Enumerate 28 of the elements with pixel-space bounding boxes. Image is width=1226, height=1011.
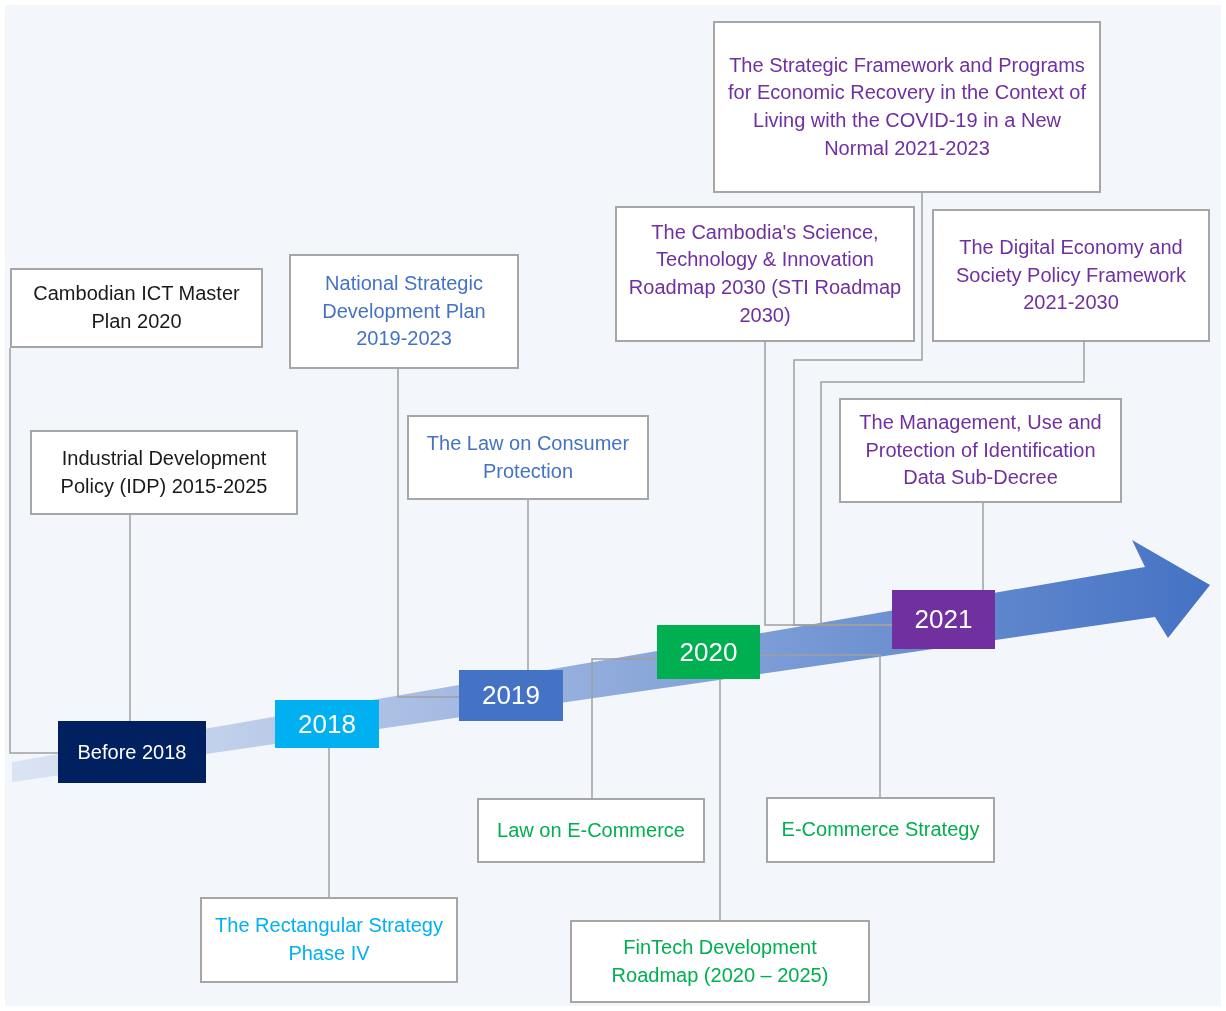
document-box: National Strategic Development Plan 2019-2023 xyxy=(289,254,519,369)
leader-line xyxy=(719,678,721,921)
document-box: The Rectangular Strategy Phase IV xyxy=(200,897,458,983)
leader-line xyxy=(527,499,529,671)
year-box: 2018 xyxy=(275,700,379,748)
leader-line xyxy=(397,368,460,698)
document-box: E-Commerce Strategy xyxy=(766,797,995,863)
document-box: The Digital Economy and Society Policy Framework 2021-2030 xyxy=(932,209,1210,342)
year-box: 2020 xyxy=(657,625,760,679)
leader-line xyxy=(820,341,1085,626)
document-box: Cambodian ICT Master Plan 2020 xyxy=(10,268,263,348)
leader-line xyxy=(129,514,131,722)
leader-line xyxy=(591,658,658,799)
leader-line xyxy=(793,192,923,626)
document-box: The Strategic Framework and Programs for Economic Recovery in the Context of Living with the COVID-19 in a New Normal 2021-2023 xyxy=(713,21,1101,193)
leader-line xyxy=(9,347,59,754)
document-box: FinTech Development Roadmap (2020 – 2025) xyxy=(570,920,870,1003)
year-box: 2021 xyxy=(892,590,995,649)
document-box: The Law on Consumer Protection xyxy=(407,415,649,500)
document-box: Industrial Development Policy (IDP) 2015-2025 xyxy=(30,430,298,515)
leader-line xyxy=(982,502,984,591)
document-box: The Management, Use and Protection of Identification Data Sub-Decree xyxy=(839,398,1122,503)
year-box: 2019 xyxy=(459,670,563,721)
leader-line xyxy=(759,654,881,798)
document-box: The Cambodia's Science, Technology & Innovation Roadmap 2030 (STI Roadmap 2030) xyxy=(615,206,915,342)
leader-line xyxy=(328,747,330,898)
document-box: Law on E-Commerce xyxy=(477,798,705,863)
year-box: Before 2018 xyxy=(58,721,206,783)
